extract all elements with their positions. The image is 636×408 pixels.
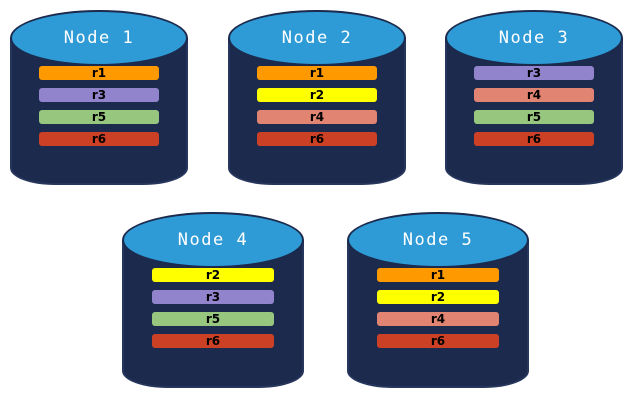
replica-bar-r6[interactable]: r6 bbox=[474, 132, 594, 146]
replica-bar-r3[interactable]: r3 bbox=[39, 88, 159, 102]
cylinder-top-disc bbox=[347, 212, 529, 268]
replica-bar-list: r3 r4 r5 r6 bbox=[445, 66, 623, 146]
node-label: Node 5 bbox=[402, 230, 474, 250]
replica-bar-list: r2 r3 r5 r6 bbox=[122, 268, 304, 348]
replica-bar-r1[interactable]: r1 bbox=[257, 66, 377, 80]
replica-bar-r1[interactable]: r1 bbox=[39, 66, 159, 80]
replica-bar-list: r1 r3 r5 r6 bbox=[10, 66, 188, 146]
cylinder-top-disc bbox=[228, 10, 406, 66]
replica-bar-r5[interactable]: r5 bbox=[474, 110, 594, 124]
cylinder-top-disc bbox=[445, 10, 623, 66]
database-node-4[interactable]: Node 4 r2 r3 r5 r6 bbox=[122, 212, 304, 388]
node-label: Node 2 bbox=[281, 28, 353, 48]
replica-bar-r6[interactable]: r6 bbox=[39, 132, 159, 146]
cylinder-top-disc bbox=[122, 212, 304, 268]
replica-bar-r3[interactable]: r3 bbox=[474, 66, 594, 80]
database-node-1[interactable]: Node 1 r1 r3 r5 r6 bbox=[10, 10, 188, 185]
replica-bar-r2[interactable]: r2 bbox=[152, 268, 274, 282]
replica-bar-r6[interactable]: r6 bbox=[152, 334, 274, 348]
replica-bar-r6[interactable]: r6 bbox=[257, 132, 377, 146]
database-node-2[interactable]: Node 2 r1 r2 r4 r6 bbox=[228, 10, 406, 185]
database-node-3[interactable]: Node 3 r3 r4 r5 r6 bbox=[445, 10, 623, 185]
replica-bar-r4[interactable]: r4 bbox=[377, 312, 499, 326]
cylinder-top-disc bbox=[10, 10, 188, 66]
replica-bar-r6[interactable]: r6 bbox=[377, 334, 499, 348]
replica-bar-list: r1 r2 r4 r6 bbox=[228, 66, 406, 146]
node-label: Node 3 bbox=[498, 28, 570, 48]
node-label: Node 1 bbox=[63, 28, 135, 48]
replica-bar-r2[interactable]: r2 bbox=[377, 290, 499, 304]
replica-bar-r5[interactable]: r5 bbox=[39, 110, 159, 124]
replica-bar-r4[interactable]: r4 bbox=[474, 88, 594, 102]
replica-bar-r3[interactable]: r3 bbox=[152, 290, 274, 304]
replica-bar-r1[interactable]: r1 bbox=[377, 268, 499, 282]
database-node-5[interactable]: Node 5 r1 r2 r4 r6 bbox=[347, 212, 529, 388]
replica-bar-r4[interactable]: r4 bbox=[257, 110, 377, 124]
node-label: Node 4 bbox=[177, 230, 249, 250]
replica-bar-r2[interactable]: r2 bbox=[257, 88, 377, 102]
replica-bar-r5[interactable]: r5 bbox=[152, 312, 274, 326]
replica-bar-list: r1 r2 r4 r6 bbox=[347, 268, 529, 348]
